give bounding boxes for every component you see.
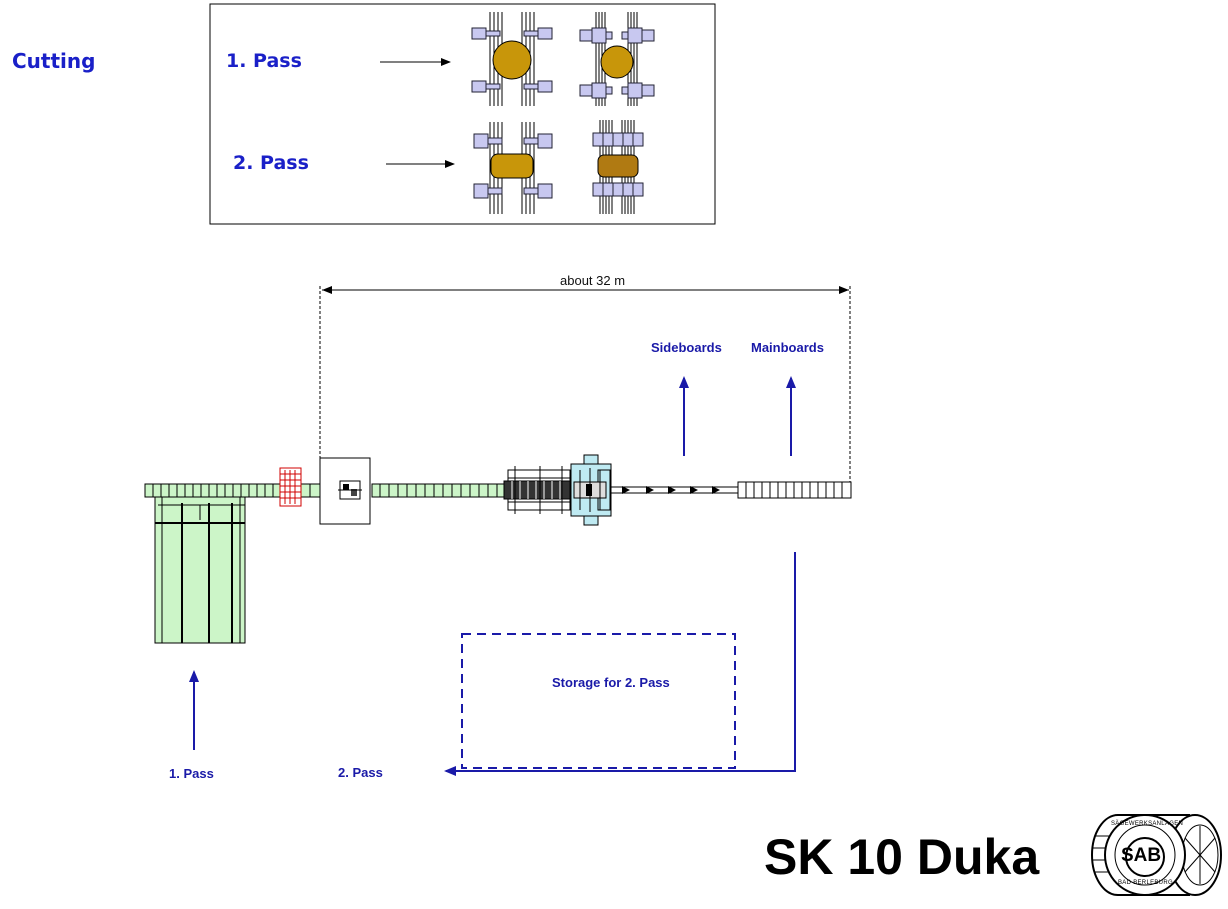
logo-ring-top: SÄGEWERKSANLAGEN (1111, 821, 1184, 827)
return-path-arrow (444, 552, 796, 776)
logo-text: SAB (1121, 845, 1162, 866)
machine-title: SK 10 Duka (764, 829, 1040, 885)
pass1-pattern-a (471, 12, 553, 106)
pass2-pattern-label: 2. Pass (233, 152, 309, 174)
circular-saw (570, 454, 612, 526)
red-scanner (279, 467, 302, 507)
mainboards-label: Mainboards (751, 340, 824, 355)
sideboards-label: Sideboards (651, 340, 722, 355)
chipper-canter (503, 466, 571, 514)
sab-logo (1091, 814, 1222, 896)
pass1-pattern-label: 1. Pass (226, 50, 302, 72)
infeed-conveyor (144, 483, 321, 498)
storage-label: Storage for 2. Pass (552, 675, 670, 690)
cutting-title: Cutting (12, 49, 96, 73)
storage-area (461, 633, 736, 769)
infeed-pass1-label: 1. Pass (169, 766, 214, 781)
pass2-pattern-b (592, 120, 644, 214)
middle-conveyor (371, 483, 506, 498)
log-deck (154, 496, 246, 644)
infeed-pass2-label: 2. Pass (338, 765, 383, 780)
outfeed-roller-table (737, 481, 852, 499)
pass2-pattern-a (473, 122, 553, 214)
log-turner (319, 457, 371, 525)
dimension-label: about 32 m (560, 273, 626, 288)
pass1-pattern-b (579, 12, 655, 106)
outfeed-chain (611, 486, 738, 494)
logo-ring-bottom: BAD BERLEBURG (1118, 880, 1173, 886)
